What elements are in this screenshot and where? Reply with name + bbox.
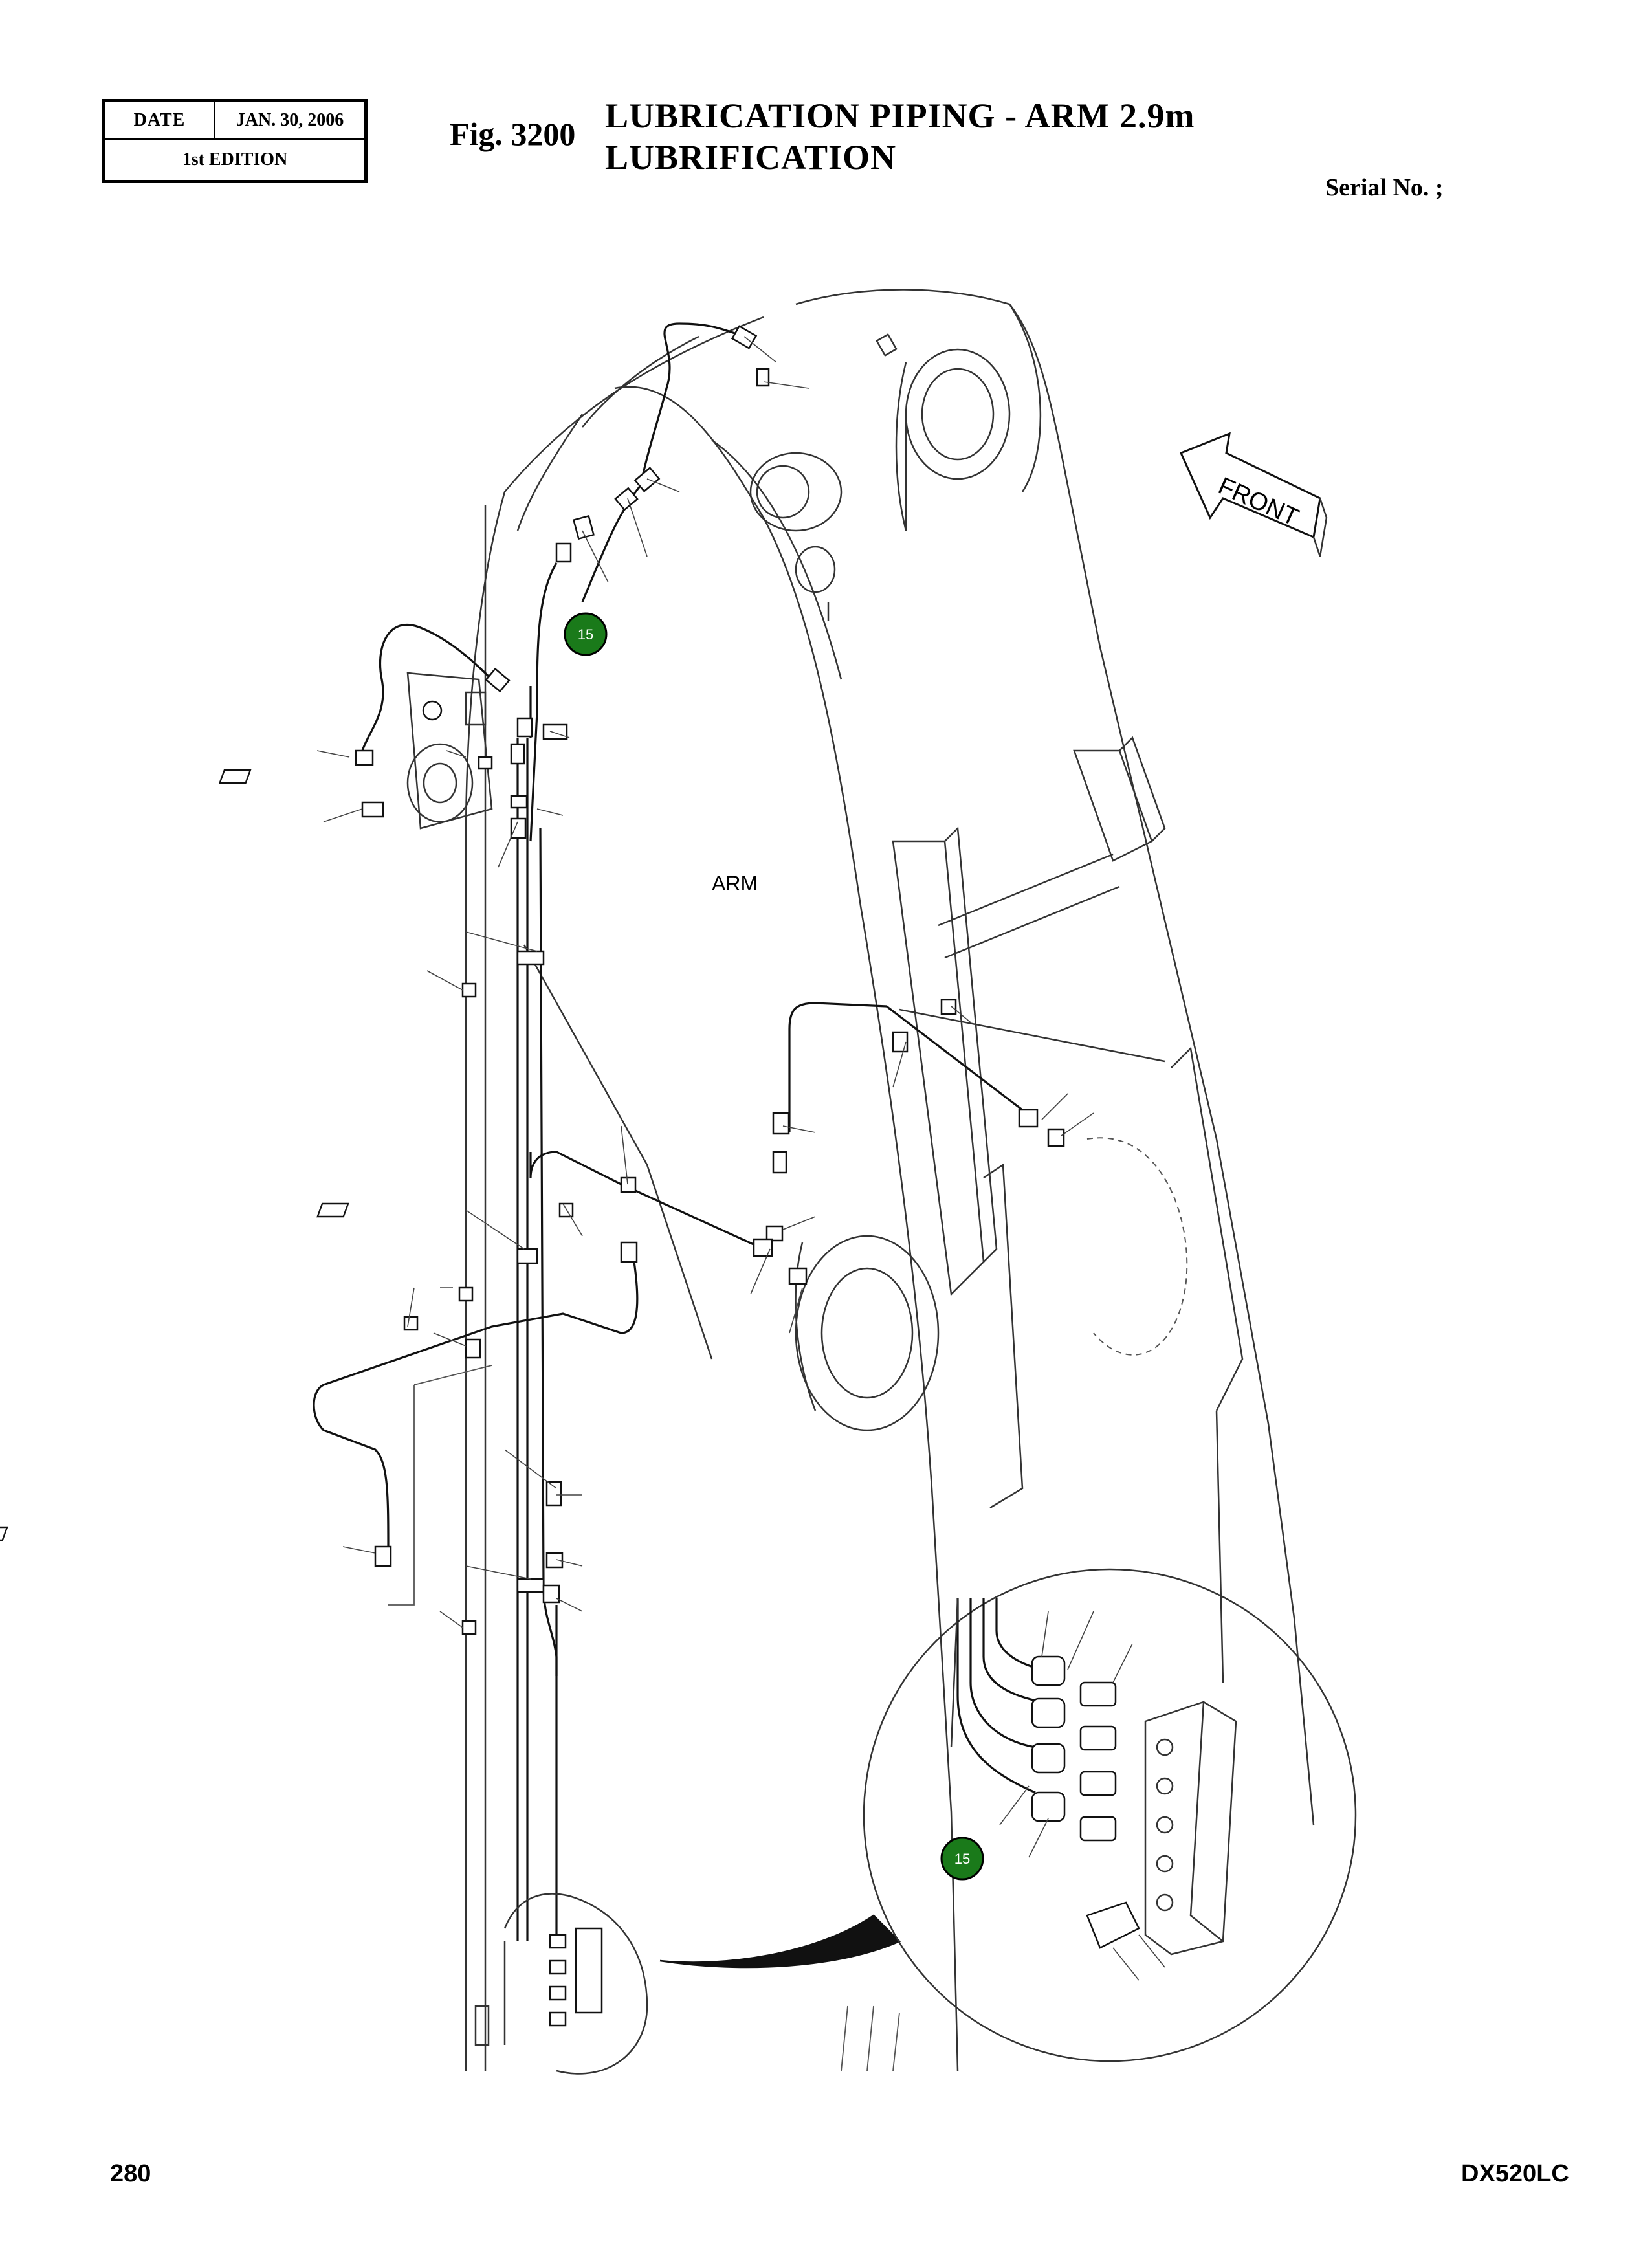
figure-subtitle: LUBRIFICATION: [605, 138, 897, 177]
figure-title: LUBRICATION PIPING - ARM 2.9m: [605, 96, 1195, 135]
front-direction-arrow: FRONT: [1179, 432, 1328, 557]
fittings: [0, 325, 1065, 1635]
serial-number-label: Serial No. ;: [1325, 174, 1444, 201]
frame-edge: [474, 2005, 490, 2046]
edition-label: 1st EDITION: [182, 149, 288, 170]
lubrication-pipes: [313, 322, 1036, 1941]
callout-badge-label: 15: [578, 626, 593, 643]
hatch-lines: [841, 2005, 900, 2071]
manifold-small: [503, 1893, 901, 2075]
left-pivot-boss: [406, 672, 493, 830]
date-edition-box: DATE JAN. 30, 2006 1st EDITION: [102, 99, 368, 183]
date-row: DATE JAN. 30, 2006: [105, 102, 364, 140]
arm-outline: [465, 289, 1315, 2071]
arm-label: ARM: [712, 872, 758, 895]
leader-lines: [316, 336, 1094, 1628]
callout-badge-detail: 15: [940, 1837, 984, 1881]
figure-number: Fig. 3200: [450, 116, 576, 152]
page-number: 280: [110, 2160, 151, 2187]
date-value: JAN. 30, 2006: [236, 109, 344, 130]
callout-badge-label: 15: [954, 1851, 970, 1867]
date-label: DATE: [105, 102, 215, 138]
callout-badge-top: 15: [564, 612, 608, 656]
detail-magnified-view: [863, 1568, 1357, 2062]
model-code: DX520LC: [1461, 2160, 1569, 2187]
